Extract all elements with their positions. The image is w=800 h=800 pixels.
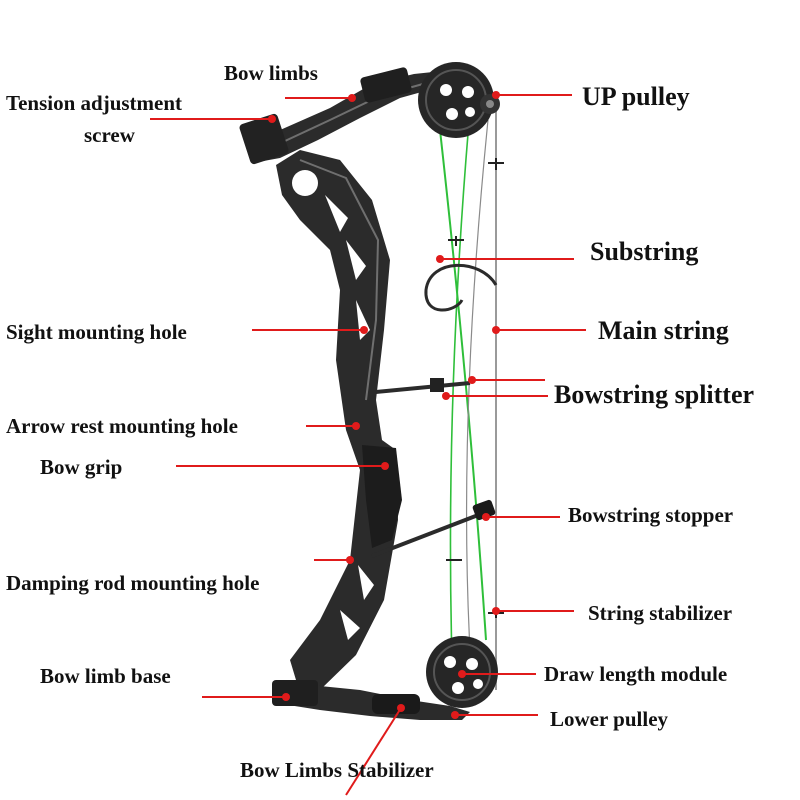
label-damping-rod-mounting-hole: Damping rod mounting hole xyxy=(6,571,259,595)
lower-limb xyxy=(272,684,470,720)
label-bowstring-stopper: Bowstring stopper xyxy=(568,503,733,527)
leader-limbs-stabilizer xyxy=(345,707,402,796)
label-arrow-rest-mounting-hole: Arrow rest mounting hole xyxy=(6,414,238,438)
label-bowstring-splitter: Bowstring splitter xyxy=(554,380,754,409)
part-labels: Bow limbs Tension adjustment screw UP pu… xyxy=(6,61,754,782)
damping-rod-end xyxy=(472,499,496,521)
string-loop xyxy=(424,263,498,312)
dot-bow-grip xyxy=(381,462,389,470)
dot-sight-hole xyxy=(360,326,368,334)
bow-strings xyxy=(439,95,497,690)
dot-up-pulley xyxy=(492,91,500,99)
dot-arrow-rest-hole xyxy=(352,422,360,430)
label-draw-length-module: Draw length module xyxy=(544,662,727,686)
upper-limb-pocket xyxy=(360,67,412,103)
dot-substring xyxy=(436,255,444,263)
cable-guard-rod xyxy=(375,381,471,394)
label-tension-adjustment-line2: screw xyxy=(84,123,136,147)
dot-limbs-stabilizer xyxy=(397,704,405,712)
dot-string-stabilizer xyxy=(492,607,500,615)
dot-splitter-a xyxy=(468,376,476,384)
label-sight-mounting-hole: Sight mounting hole xyxy=(6,320,187,344)
lower-limb-damper xyxy=(372,694,420,714)
dot-bow-limbs xyxy=(348,94,356,102)
dot-tension-screw xyxy=(268,115,276,123)
compound-bow xyxy=(239,62,504,720)
cable-string-c xyxy=(465,119,489,651)
lower-limb-base-block xyxy=(272,680,318,706)
bow-grip-shape xyxy=(362,445,402,548)
dot-splitter-b xyxy=(442,392,450,400)
dot-bowstring-stopper xyxy=(482,513,490,521)
upper-cam xyxy=(418,62,500,138)
label-substring: Substring xyxy=(590,237,698,266)
label-tension-adjustment-line1: Tension adjustment xyxy=(6,91,182,115)
label-bow-limbs-stabilizer: Bow Limbs Stabilizer xyxy=(240,758,434,782)
label-string-stabilizer: String stabilizer xyxy=(588,601,732,625)
cable-slide xyxy=(430,378,444,392)
dot-damping-rod-hole xyxy=(346,556,354,564)
riser-cutouts xyxy=(292,170,374,640)
label-bow-limbs: Bow limbs xyxy=(224,61,318,85)
dot-draw-length-module xyxy=(458,670,466,678)
cable-string-b xyxy=(449,109,471,661)
label-bow-limb-base: Bow limb base xyxy=(40,664,171,688)
label-main-string: Main string xyxy=(598,316,729,345)
cable-string-a xyxy=(439,129,487,641)
tension-screw-block xyxy=(239,113,289,165)
dot-main-string xyxy=(492,326,500,334)
dot-lower-pulley xyxy=(451,711,459,719)
riser-highlight xyxy=(299,159,380,401)
label-bow-grip: Bow grip xyxy=(40,455,122,479)
damping-rod xyxy=(371,510,487,558)
bow-riser xyxy=(276,150,398,700)
label-up-pulley: UP pulley xyxy=(582,82,690,111)
leader-lines xyxy=(150,91,586,796)
dot-bow-limb-base xyxy=(282,693,290,701)
label-lower-pulley: Lower pulley xyxy=(550,707,669,731)
upper-limb xyxy=(248,70,470,162)
